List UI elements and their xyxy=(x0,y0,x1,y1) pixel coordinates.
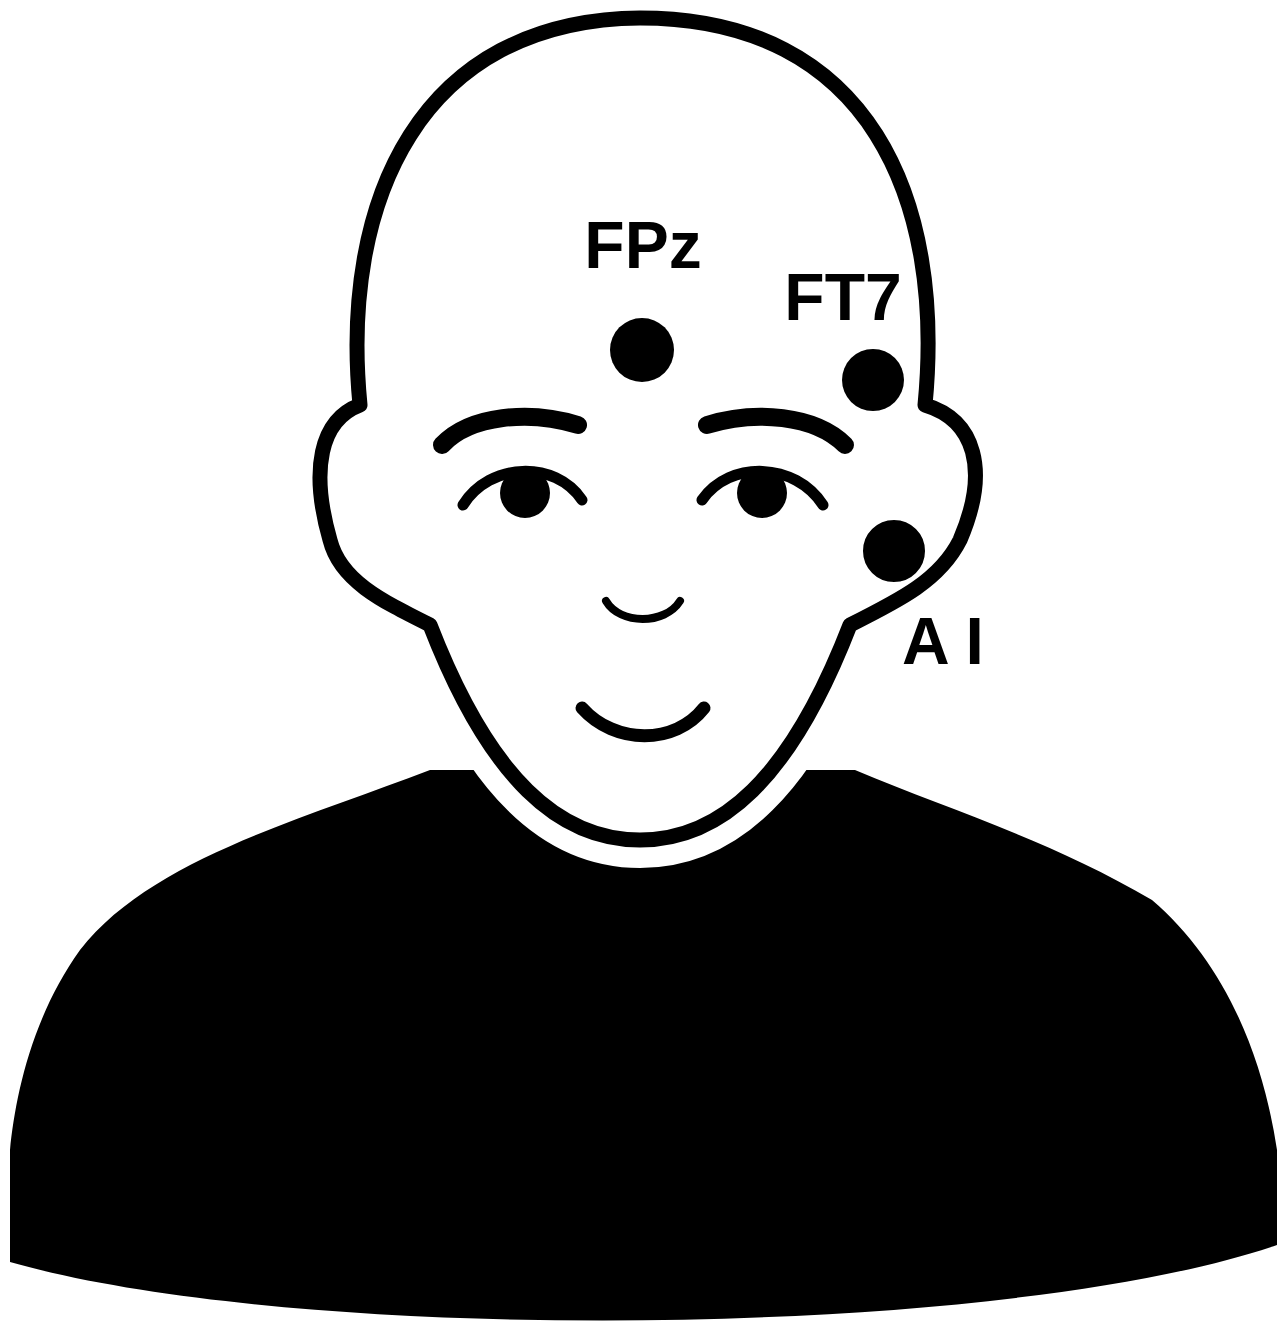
right-pupil xyxy=(737,468,787,518)
mouth xyxy=(582,708,704,736)
head-outline xyxy=(320,18,975,840)
left-pupil xyxy=(500,468,550,518)
head-gap xyxy=(320,18,975,840)
electrode-dot xyxy=(862,519,926,583)
right-eyebrow xyxy=(707,417,845,445)
left-eyebrow xyxy=(442,417,578,445)
electrode-label: A I xyxy=(902,608,984,674)
nose xyxy=(606,601,680,619)
electrode-label: FT7 xyxy=(784,264,901,330)
electrode-dot xyxy=(842,349,904,411)
electrode-label: FPz xyxy=(584,212,701,278)
electrode-dot xyxy=(610,318,674,382)
